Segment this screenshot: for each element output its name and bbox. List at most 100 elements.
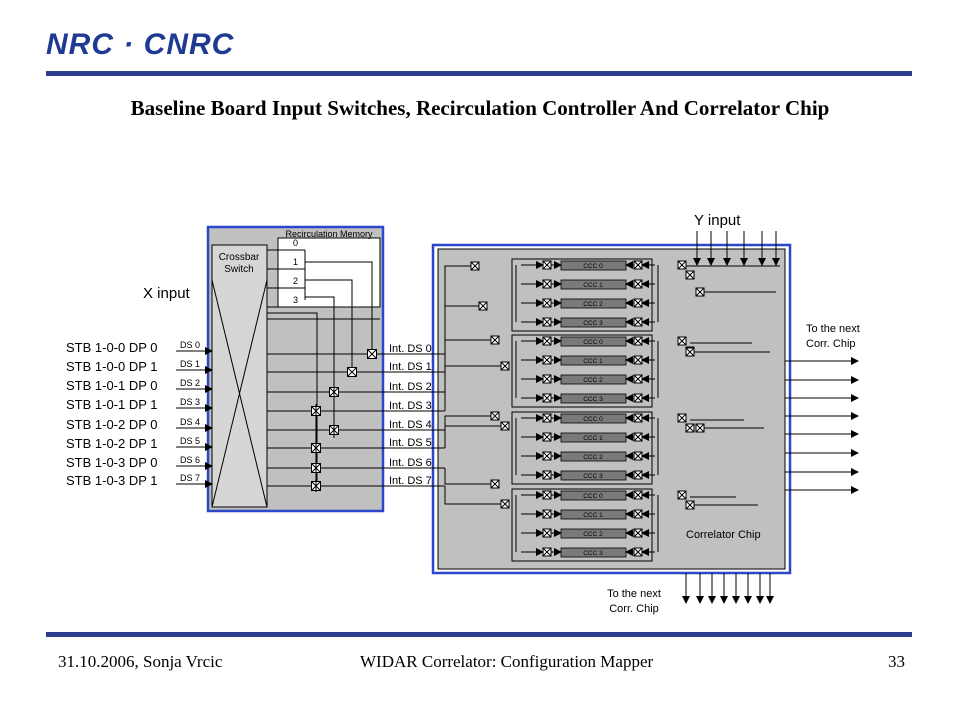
signal-line xyxy=(500,361,510,371)
signal-line xyxy=(633,260,643,270)
signal-line xyxy=(305,261,373,356)
signal-line xyxy=(500,421,510,431)
signal-line xyxy=(542,451,552,461)
ds-label: DS 5 xyxy=(180,436,200,446)
signal-line xyxy=(367,349,377,359)
signal-line xyxy=(542,393,552,403)
next-chip-label-right: Corr. Chip xyxy=(806,338,856,350)
ds-label: DS 0 xyxy=(180,340,200,350)
signal-line xyxy=(347,367,357,377)
signal-line xyxy=(478,301,488,311)
signal-line xyxy=(685,347,695,357)
ccc-label: CCC 3 xyxy=(583,320,603,327)
signal-line xyxy=(490,411,500,421)
signal-line xyxy=(633,298,643,308)
signal-line xyxy=(542,509,552,519)
stb-input-label: STB 1-0-2 DP 0 xyxy=(66,417,158,432)
signal-line xyxy=(542,547,552,557)
ccc-label: CCC 0 xyxy=(583,416,603,423)
ccc-label: CCC 1 xyxy=(583,282,603,289)
signal-line xyxy=(677,336,687,346)
recirculation-memory-label: Recirculation Memory xyxy=(285,229,373,239)
ccc-group-outline xyxy=(511,488,653,562)
signal-line xyxy=(633,432,643,442)
ccc-label: CCC 3 xyxy=(583,550,603,557)
ds-label: DS 2 xyxy=(180,378,200,388)
signal-line xyxy=(695,423,705,433)
signal-line xyxy=(542,470,552,480)
signal-line xyxy=(633,490,643,500)
stb-input-label: STB 1-0-1 DP 0 xyxy=(66,378,158,393)
signal-line xyxy=(542,374,552,384)
signal-line xyxy=(633,317,643,327)
signal-line xyxy=(685,500,695,510)
int-ds-label: Int. DS 5 xyxy=(389,437,432,449)
ccc-group-outline xyxy=(511,411,653,485)
signal-line xyxy=(444,468,491,485)
signal-line xyxy=(305,296,335,394)
next-chip-label-bottom: To the next xyxy=(607,588,661,600)
ccc-label: CCC 2 xyxy=(583,301,603,308)
stb-input-label: STB 1-0-3 DP 1 xyxy=(66,473,158,488)
ccc-label: CCC 1 xyxy=(583,435,603,442)
int-ds-label: Int. DS 7 xyxy=(389,475,432,487)
signal-line xyxy=(633,393,643,403)
ccc-label: CCC 2 xyxy=(583,377,603,384)
signal-line xyxy=(444,365,501,411)
stb-input-label: STB 1-0-0 DP 0 xyxy=(66,340,158,355)
ccc-group-outline xyxy=(511,258,653,332)
signal-line xyxy=(633,355,643,365)
crossbar-label: Switch xyxy=(224,264,253,275)
y-input-label: Y input xyxy=(694,212,741,229)
ccc-label: CCC 3 xyxy=(583,396,603,403)
recirculation-port-label: 2 xyxy=(293,276,298,286)
recirculation-port-label: 3 xyxy=(293,295,298,305)
signal-line xyxy=(542,355,552,365)
int-ds-label: Int. DS 1 xyxy=(389,361,432,373)
signal-line xyxy=(542,279,552,289)
signal-line xyxy=(267,312,318,484)
header-rule xyxy=(46,71,912,76)
signal-line xyxy=(500,499,510,509)
signal-line xyxy=(633,528,643,538)
signal-line xyxy=(633,413,643,423)
stb-input-label: STB 1-0-3 DP 0 xyxy=(66,455,158,470)
signal-line xyxy=(444,486,501,505)
ccc-label: CCC 0 xyxy=(583,339,603,346)
int-ds-label: Int. DS 0 xyxy=(389,343,432,355)
signal-line xyxy=(542,317,552,327)
signal-line xyxy=(542,432,552,442)
signal-line xyxy=(542,528,552,538)
ccc-group-outline xyxy=(511,334,653,408)
signal-line xyxy=(633,336,643,346)
int-ds-label: Int. DS 3 xyxy=(389,400,432,412)
ccc-label: CCC 3 xyxy=(583,473,603,480)
signal-line xyxy=(490,479,500,489)
signal-line xyxy=(542,413,552,423)
signal-line xyxy=(633,279,643,289)
ccc-label: CCC 0 xyxy=(583,263,603,270)
ccc-label: CCC 1 xyxy=(583,358,603,365)
stb-input-label: STB 1-0-0 DP 1 xyxy=(66,359,158,374)
signal-line xyxy=(444,425,501,448)
signal-line xyxy=(633,547,643,557)
footer-title: WIDAR Correlator: Configuration Mapper xyxy=(360,652,654,671)
x-input-label: X input xyxy=(143,285,191,302)
signal-line xyxy=(444,415,491,430)
ccc-label: CCC 2 xyxy=(583,454,603,461)
int-ds-label: Int. DS 4 xyxy=(389,419,432,431)
recirculation-port-label: 0 xyxy=(293,238,298,248)
crossbar-switch-box xyxy=(211,244,268,508)
int-ds-label: Int. DS 6 xyxy=(389,457,432,469)
next-chip-label-right: To the next xyxy=(806,323,860,335)
next-chip-label-bottom: Corr. Chip xyxy=(609,603,659,615)
signal-line xyxy=(633,374,643,384)
ds-label: DS 4 xyxy=(180,417,200,427)
stb-input-label: STB 1-0-2 DP 1 xyxy=(66,436,158,451)
signal-line xyxy=(685,423,695,433)
signal-line xyxy=(542,260,552,270)
ds-label: DS 6 xyxy=(180,455,200,465)
signal-line xyxy=(633,451,643,461)
signal-line xyxy=(677,260,687,270)
signal-line xyxy=(470,261,480,271)
